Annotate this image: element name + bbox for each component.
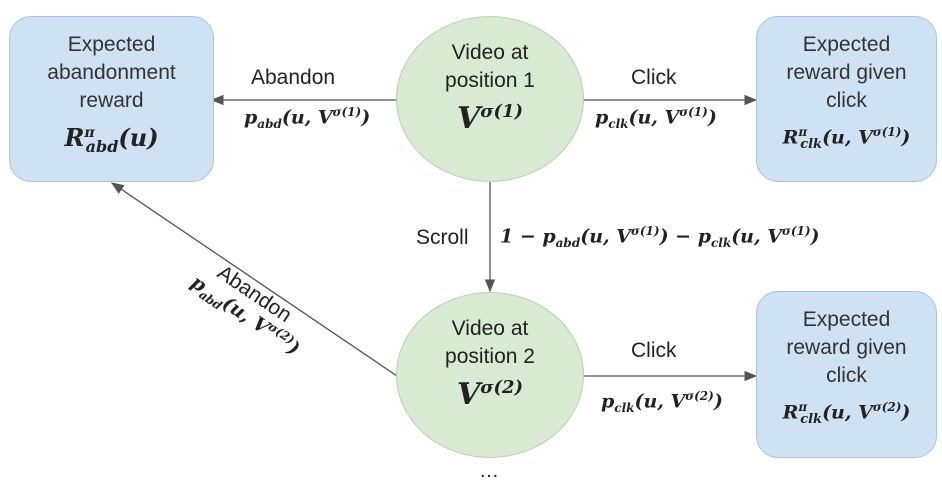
abandon-arrow-2: [110, 182, 398, 377]
abandonment-reward-box: Expected abandonment reward Rπabd(u): [9, 16, 214, 182]
box-line: click: [826, 364, 867, 387]
box-line: click: [826, 89, 867, 112]
circle-line: position 1: [445, 69, 535, 92]
click-reward-box-2: Expected reward given click Rπclk(u, Vσ(…: [756, 291, 937, 458]
video-2-formula: Vσ(2): [456, 377, 524, 412]
click-prob-2: pclk(u, Vσ(2)): [601, 389, 723, 416]
ellipsis: …: [479, 460, 499, 482]
box-line: reward given: [786, 61, 907, 84]
circle-line: Video at: [451, 317, 529, 340]
box-line: reward given: [786, 336, 907, 359]
abandon-prob-1: pabd(u, Vσ(1)): [244, 105, 371, 132]
video-position-1: Video at position 1 Vσ(1): [396, 16, 584, 182]
click-prob-1: pclk(u, Vσ(1)): [595, 105, 717, 132]
video-1-formula: Vσ(1): [456, 101, 524, 136]
click-reward-box-1: Expected reward given click Rπclk(u, Vσ(…: [756, 16, 937, 182]
box-line: reward: [79, 89, 144, 112]
click-reward-formula-2: Rπclk(u, Vσ(2)): [782, 400, 911, 428]
scroll-label: Scroll: [416, 226, 469, 249]
box-line: Expected: [802, 33, 891, 56]
box-line: abandonment: [47, 61, 176, 84]
scroll-prob: 1 − pabd(u, Vσ(1)) − pclk(u, Vσ(1)): [500, 224, 820, 251]
box-line: Expected: [802, 308, 891, 331]
abandon-reward-formula: Rπabd(u): [64, 123, 159, 156]
click-label-2: Click: [631, 339, 677, 362]
click-label-1: Click: [631, 66, 677, 89]
circle-line: Video at: [451, 41, 529, 64]
circle-line: position 2: [445, 345, 535, 368]
video-position-2: Video at position 2 Vσ(2): [396, 292, 584, 458]
abandon-label-1: Abandon: [251, 66, 336, 89]
box-line: Expected: [67, 33, 156, 56]
click-reward-formula-1: Rπclk(u, Vσ(1)): [782, 125, 911, 153]
